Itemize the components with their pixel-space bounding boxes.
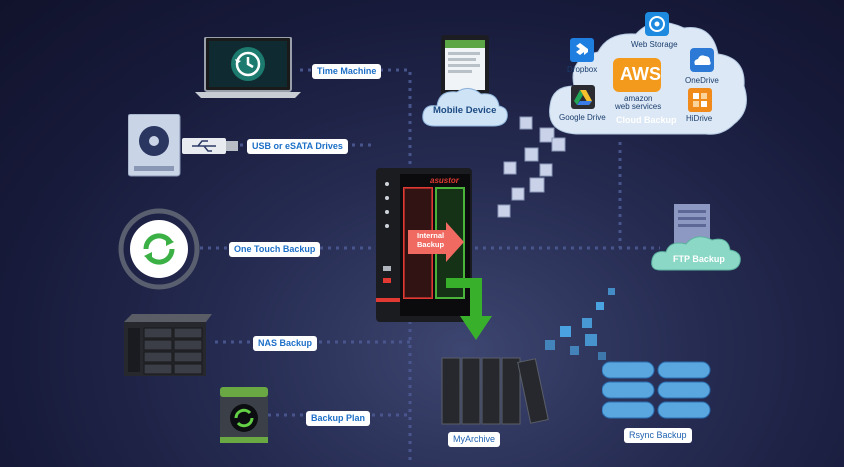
ftp-backup-label: FTP Backup bbox=[673, 254, 725, 264]
internal-backup-arrow bbox=[408, 222, 464, 262]
mobile-device-cloud bbox=[421, 84, 509, 130]
mobile-device-label: Mobile Device bbox=[433, 105, 497, 116]
nas-brand-label: asustor bbox=[430, 176, 459, 185]
usb-drive-icon bbox=[128, 114, 182, 178]
onedrive-icon bbox=[690, 48, 716, 74]
backup-plan-label: Backup Plan bbox=[306, 411, 371, 426]
phone-icon bbox=[441, 35, 491, 99]
dropbox-icon bbox=[570, 38, 596, 64]
myarchive-label: MyArchive bbox=[448, 432, 501, 447]
google-drive-label: Google Drive bbox=[559, 113, 606, 122]
google-drive-icon bbox=[571, 85, 597, 111]
laptop-clock-icon bbox=[195, 37, 301, 99]
ftp-server-icon bbox=[650, 204, 744, 272]
onedrive-label: OneDrive bbox=[685, 76, 719, 85]
nas-4bay-icon bbox=[120, 314, 212, 376]
backup-plan-drive-icon bbox=[220, 387, 270, 445]
one-touch-icon bbox=[118, 208, 200, 290]
time-machine-label: Time Machine bbox=[312, 64, 382, 79]
rsync-database-icon bbox=[602, 360, 714, 426]
nas-backup-label: NAS Backup bbox=[253, 336, 318, 351]
web-storage-icon bbox=[645, 12, 671, 38]
myarchive-drives-icon bbox=[440, 356, 552, 428]
internal-label-line2: Backup bbox=[417, 240, 445, 249]
usb-plug-icon bbox=[182, 136, 240, 156]
usb-label: USB or eSATA Drives bbox=[247, 139, 348, 154]
green-down-arrow bbox=[446, 270, 502, 342]
one-touch-label: One Touch Backup bbox=[229, 242, 321, 257]
rsync-backup-label: Rsync Backup bbox=[624, 428, 692, 443]
cloud-backup-label: Cloud Backup bbox=[616, 115, 677, 125]
web-storage-label: Web Storage bbox=[631, 40, 678, 49]
internal-label-line1: Internal bbox=[417, 231, 445, 240]
hidrive-label: HiDrive bbox=[686, 114, 713, 123]
internal-backup-text: Internal Backup bbox=[417, 231, 444, 249]
aws-label: AWS bbox=[620, 64, 662, 84]
aws-sub2: web services bbox=[615, 102, 662, 111]
hidrive-icon bbox=[688, 88, 714, 114]
aws-icon bbox=[613, 58, 663, 94]
aws-sub1: amazon bbox=[624, 94, 653, 103]
dropbox-label: Dropbox bbox=[567, 65, 598, 74]
